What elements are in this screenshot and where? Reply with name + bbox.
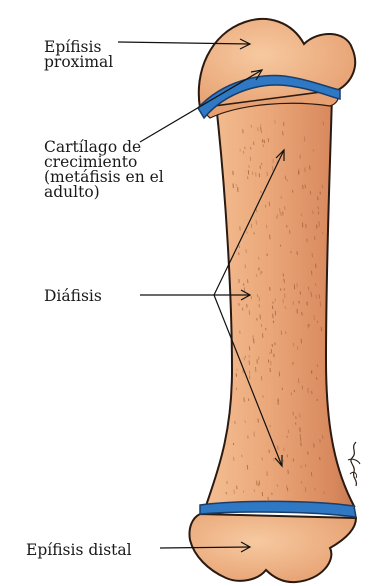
bone-shaft [206,95,354,506]
distal-epiphysis [189,514,356,582]
label-cartilago-crecimiento: Cartílago de crecimiento (metáfisis en e… [44,140,164,200]
artist-signature-icon [344,440,364,490]
label-diafisis: Diáfisis [44,289,102,304]
label-epifisis-proximal: Epífisis proximal [44,40,113,70]
label-epifisis-distal: Epífisis distal [26,543,132,558]
